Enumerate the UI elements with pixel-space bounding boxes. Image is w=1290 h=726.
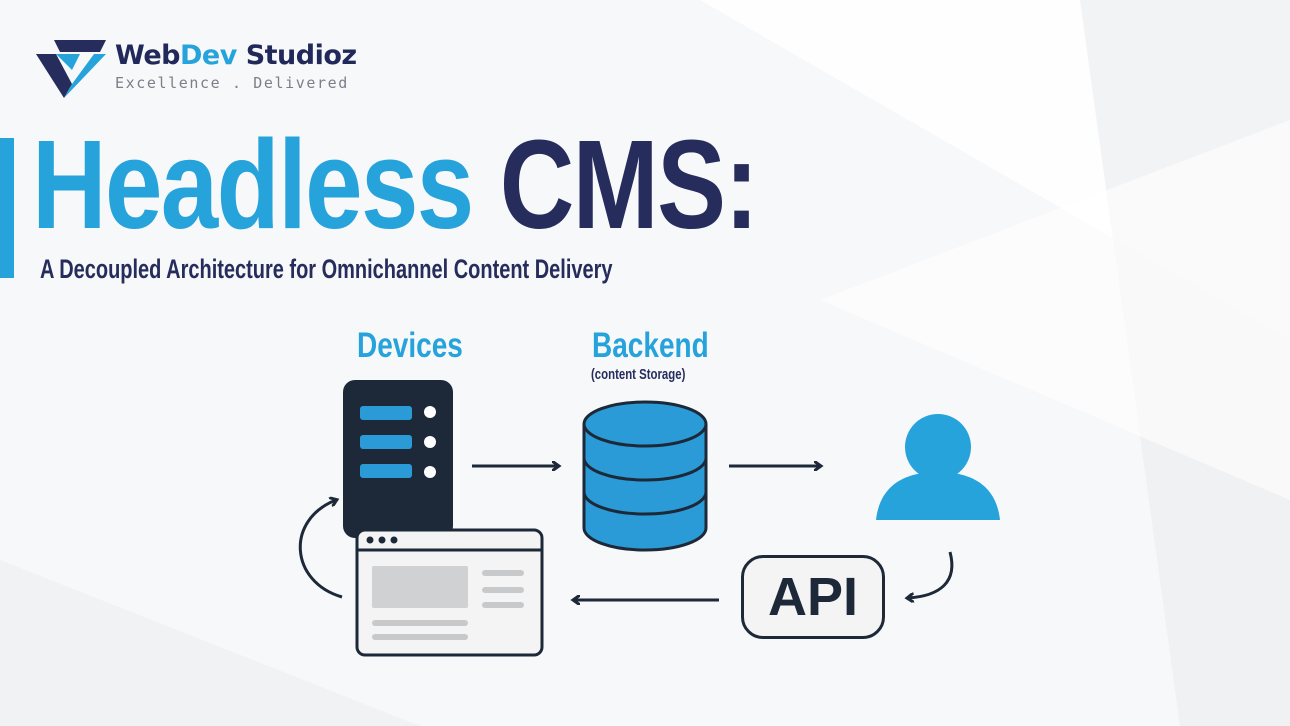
title-accent-bar: [0, 138, 14, 278]
server-icon: [343, 380, 453, 538]
user-icon: [876, 414, 1000, 520]
title-headless: Headless: [32, 114, 474, 255]
database-icon: [582, 400, 708, 552]
brand-logo[interactable]: WebDev Studioz Excellence . Delivered: [34, 38, 374, 102]
brand-name-dev: Dev: [179, 40, 237, 71]
devices-label: Devices: [357, 326, 463, 365]
page-subtitle: A Decoupled Architecture for Omnichannel…: [40, 254, 613, 284]
title-cms: CMS:: [499, 114, 759, 255]
brand-name: WebDev Studioz: [115, 40, 357, 71]
backend-sublabel: (content Storage): [591, 366, 686, 383]
loop-arrow: [298, 500, 343, 599]
logo-mark-icon: [36, 40, 106, 98]
api-box: API: [741, 555, 885, 639]
brand-name-studioz: Studioz: [236, 40, 357, 71]
backend-label: Backend: [592, 326, 709, 365]
brand-name-web: Web: [115, 40, 180, 71]
api-label: API: [767, 567, 859, 627]
browser-window-icon: [355, 528, 544, 657]
page-title: Headless CMS:: [32, 120, 759, 250]
arrow-to-api: [908, 551, 954, 598]
brand-tagline: Excellence . Delivered: [115, 74, 349, 92]
